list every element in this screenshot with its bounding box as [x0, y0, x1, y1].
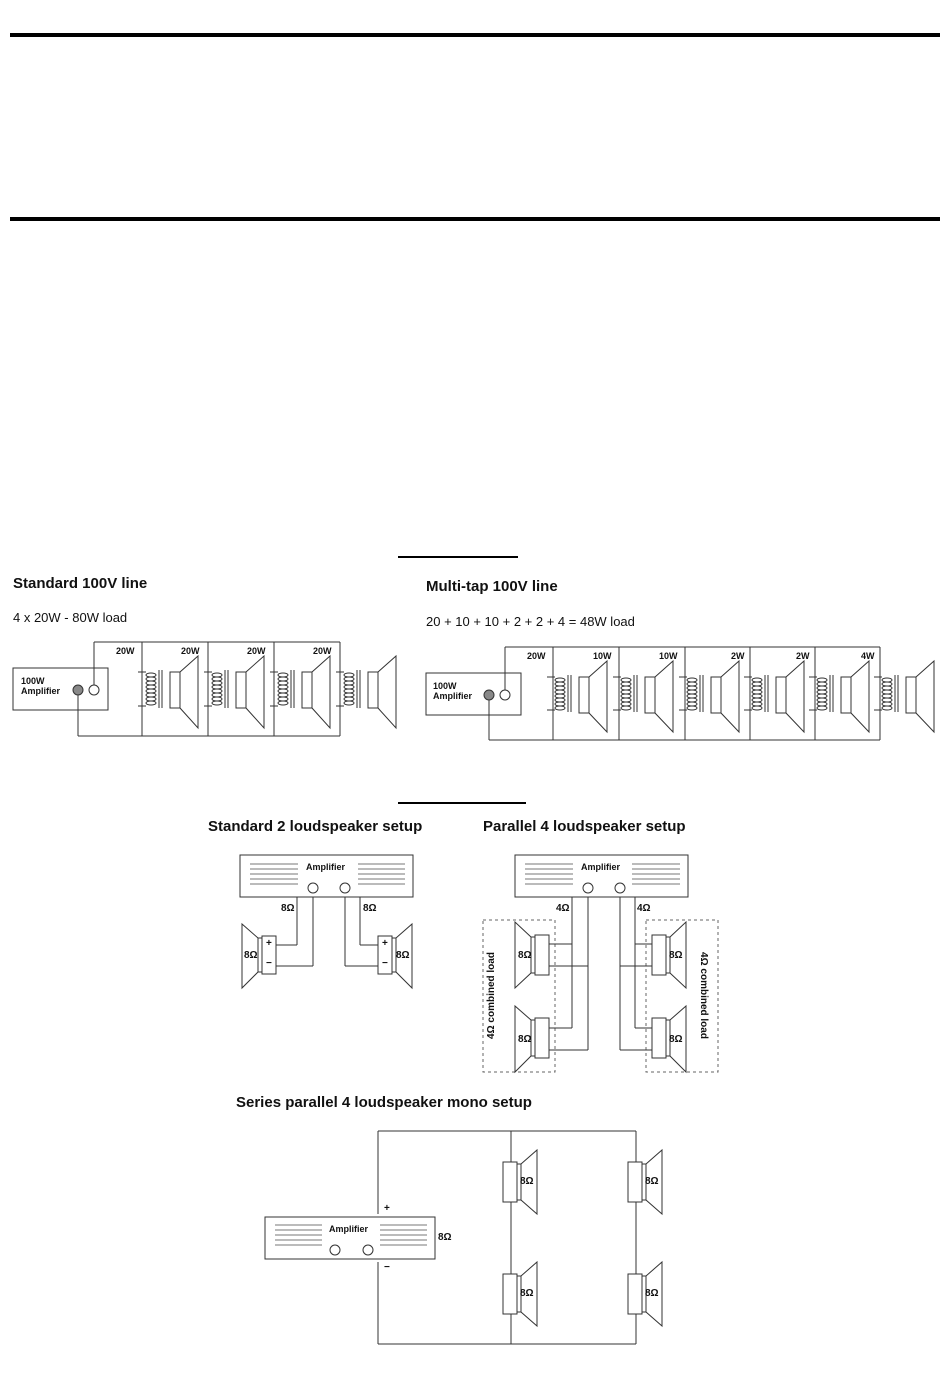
multitap-100v-subtitle: 20 + 10 + 10 + 2 + 2 + 4 = 48W load [426, 614, 635, 629]
series-parallel-out: 8Ω [438, 1232, 452, 1243]
series-parallel-title: Series parallel 4 loudspeaker mono setup [236, 1094, 532, 1111]
multitap-100v-amp-label-2: Amplifier [433, 691, 473, 701]
multitap-100v-tap-6: 4W [861, 651, 875, 661]
standard-2-spk-left: 8Ω [244, 950, 258, 961]
multitap-100v-tap-3: 10W [659, 651, 678, 661]
parallel-4-title: Parallel 4 loudspeaker setup [483, 818, 686, 835]
multitap-100v-tap-5: 2W [796, 651, 810, 661]
standard-2-spk-right: 8Ω [396, 950, 410, 961]
standard-100v-tap-3: 20W [247, 646, 266, 656]
standard-100v-tap-1: 20W [116, 646, 135, 656]
standard-100v-amp-label: 100W Amplifier [21, 676, 60, 696]
standard-100v-tap-4: 20W [313, 646, 332, 656]
series-parallel-spk-3: 8Ω [645, 1176, 659, 1187]
multitap-100v-tap-4: 2W [731, 651, 745, 661]
series-parallel-spk-4: 8Ω [645, 1288, 659, 1299]
series-parallel-plus: + [384, 1203, 390, 1214]
standard-100v-title: Standard 100V line [13, 575, 148, 592]
standard-100v-subtitle: 4 x 20W - 80W load [13, 610, 128, 625]
parallel-4-spk-3: 8Ω [669, 950, 683, 961]
standard-2-amp-label: Amplifier [306, 862, 346, 872]
parallel-4-spk-1: 8Ω [518, 950, 532, 961]
standard-100v-speaker-3 [270, 654, 331, 730]
multitap-100v-speaker-2 [613, 659, 674, 734]
separator-rule-2 [398, 802, 526, 804]
multitap-100v-tap-1: 20W [527, 651, 546, 661]
multitap-100v-amp-label-1: 100W [433, 681, 457, 691]
multitap-100v-tap-2: 10W [593, 651, 612, 661]
series-parallel-spk-1: 8Ω [520, 1176, 534, 1187]
standard-2-plus-right: + [382, 938, 388, 949]
standard-2-plus-left: + [266, 938, 272, 949]
second-rule [10, 217, 940, 221]
standard-2-out-left: 8Ω [281, 903, 295, 914]
series-parallel-amp-label: Amplifier [329, 1224, 369, 1234]
standard-2-out-right: 8Ω [363, 903, 377, 914]
separator-rule-1 [398, 556, 518, 558]
multitap-100v-speaker-5 [809, 659, 870, 734]
multitap-100v-title: Multi-tap 100V line [426, 578, 558, 595]
standard-100v-tap-2: 20W [181, 646, 200, 656]
parallel-4-out-left: 4Ω [556, 903, 570, 914]
parallel-4-amp-label: Amplifier [581, 862, 621, 872]
standard-100v-speaker-2 [204, 654, 265, 730]
standard-100v-speaker-4 [336, 654, 397, 730]
standard-100v-amp-label-1: 100W [21, 676, 45, 686]
series-parallel-spk-2: 8Ω [520, 1288, 534, 1299]
multitap-100v-speaker-4 [744, 659, 805, 734]
standard-2-minus-left: − [266, 958, 272, 969]
standard-2-minus-right: − [382, 958, 388, 969]
standard-100v-amp-label-2: Amplifier [21, 686, 61, 696]
parallel-4-spk-2: 8Ω [518, 1034, 532, 1045]
multitap-100v-speaker-6 [874, 659, 935, 734]
multitap-100v-amp-label: 100W Amplifier [433, 681, 472, 701]
series-parallel-minus: − [384, 1262, 390, 1273]
parallel-4-out-right: 4Ω [637, 903, 651, 914]
multitap-100v-speaker-3 [679, 659, 740, 734]
standard-2-title: Standard 2 loudspeaker setup [208, 818, 423, 835]
top-rule [10, 33, 940, 37]
parallel-4-spk-4: 8Ω [669, 1034, 683, 1045]
multitap-100v-speaker-1 [547, 659, 608, 734]
standard-100v-speaker-1 [138, 654, 199, 730]
